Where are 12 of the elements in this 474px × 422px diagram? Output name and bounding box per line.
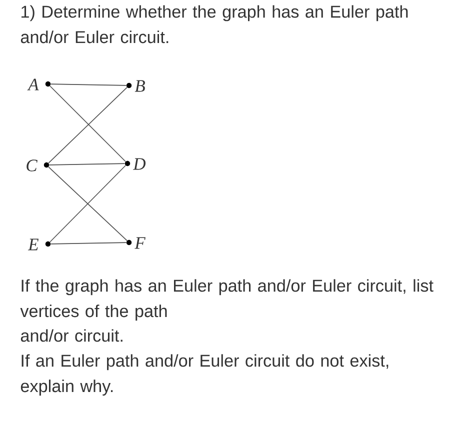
vertex-label: D <box>133 158 146 170</box>
graph-edge <box>50 84 127 86</box>
vertex-label: F <box>134 237 146 249</box>
vertex-label: C <box>26 160 38 172</box>
graph-edge <box>50 242 127 244</box>
question-heading: 1) Determine whether the graph has an Euler path and/or Euler circuit. <box>20 5 408 44</box>
vertex-label: B <box>134 80 145 92</box>
vertex-label: E <box>28 238 39 250</box>
instruction-text: and/or circuit. <box>20 329 122 342</box>
vertex-label: A <box>27 78 39 90</box>
graph-edge <box>48 163 126 166</box>
instruction-text: If an Euler path and/or Euler circuit do not exist, explain why. <box>20 354 388 396</box>
